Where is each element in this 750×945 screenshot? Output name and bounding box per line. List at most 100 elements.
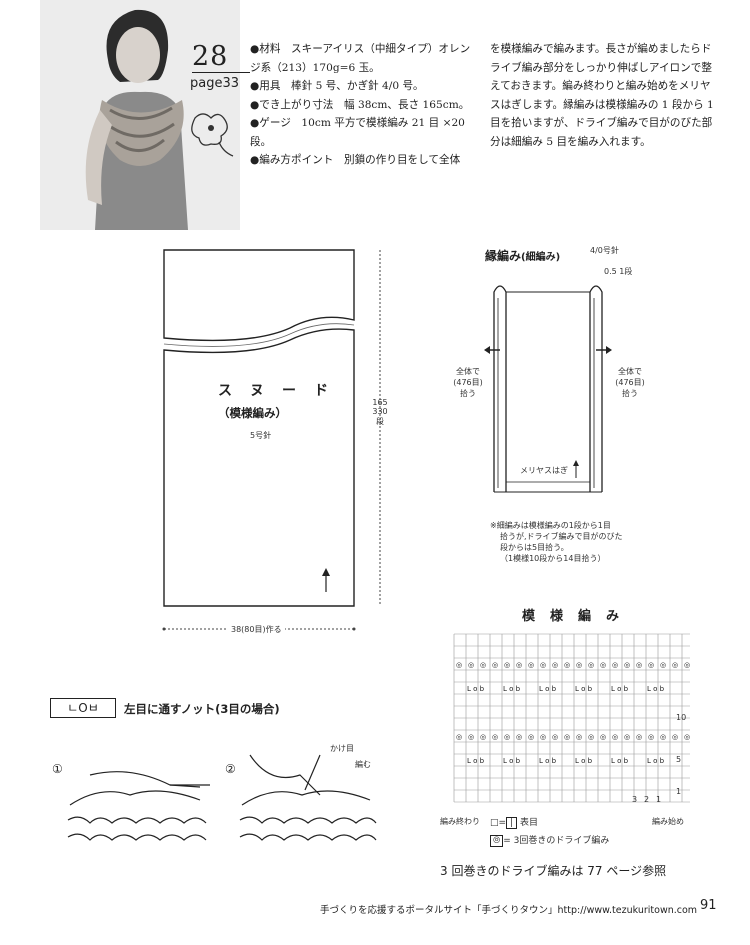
legend-box-symbol: | [506, 817, 518, 829]
drive-stitch-icon: ◎ [456, 661, 462, 669]
snood-width: 38(80目)作る [228, 624, 285, 635]
edge-left-pick: 全体で (476目) 拾う [452, 366, 484, 399]
knot-stitch-icon: L o b [467, 685, 485, 693]
edge-note-4: （1模様10段から14目拾う） [500, 554, 606, 563]
knot-symbol: ㄴOㅂ [50, 698, 116, 718]
drive-stitch-icon: ◎ [636, 661, 642, 669]
chart-start-label: 編み始め [652, 817, 684, 826]
drive-stitch-icon: ◎ [612, 733, 618, 741]
edge-note-3: 段からは5目拾う。 [500, 543, 569, 552]
edge-hook: 4/0号針 [590, 246, 619, 255]
snood-top-part [163, 249, 355, 342]
edge-offset-rows: 1 [619, 267, 625, 276]
legend-drive-label: 3回巻きのドライブ編み [513, 836, 610, 846]
drive-stitch-icon: ◎ [552, 733, 558, 741]
edge-title-sub: (細編み) [521, 252, 561, 263]
length-unit: 段 [376, 417, 384, 426]
drive-stitch-icon: ◎ [492, 733, 498, 741]
materials-line: ●材料 スキーアイリス（中細タイプ）オレンジ系（213）170g=6 玉。 [250, 43, 471, 74]
snood-length: 165 330 段 [370, 398, 390, 427]
snood-diagram [162, 249, 381, 631]
left-pick-2: (476目) [453, 378, 483, 387]
knot-step-1: ① [52, 762, 63, 776]
gauge-line: ●ゲージ 10cm 平方で模様編み 21 目 ×20 段。 [250, 117, 465, 148]
drive-stitch-icon: ◎ [456, 733, 462, 741]
page-number: 91 [700, 898, 717, 913]
drive-stitch-icon: ◎ [516, 661, 522, 669]
drive-stitch-icon: ◎ [468, 733, 474, 741]
chart-col-2: 2 [644, 795, 650, 804]
knot-stitch-icon: L o b [575, 757, 593, 765]
edge-right-pick: 全体で (476目) 拾う [614, 366, 646, 399]
page-reference: page33 [190, 76, 240, 91]
knot-title: 左目に通すノット(3目の場合) [124, 702, 280, 716]
drive-stitch-icon: ◎ [564, 733, 570, 741]
drive-stitch-icon: ◎ [504, 661, 510, 669]
knot-amu: 編む [355, 760, 371, 769]
drive-stitch-icon: ◎ [636, 733, 642, 741]
length-rows: 330 [372, 407, 388, 416]
edge-offset-value: 0.5 [604, 267, 617, 276]
legend-box: □= [490, 818, 507, 828]
drive-stitch-icon: ◎ [504, 733, 510, 741]
knot-stitch-icon: L o b [503, 757, 521, 765]
footer-text: 手づくりを応援するポータルサイト「手づくりタウン」http://www.tezu… [320, 905, 698, 916]
edge-title-main: 縁編み [485, 249, 522, 263]
chart-row-10: 10 [676, 713, 687, 722]
knot-stitch-icon: L o b [611, 757, 629, 765]
drive-stitch-icon: ◎ [516, 733, 522, 741]
knot-stitch-icon: L o b [647, 757, 665, 765]
knot-stitch-icon: L o b [503, 685, 521, 693]
knot-stitch-icon: L o b [575, 685, 593, 693]
drive-stitch-icon: ◎ [588, 733, 594, 741]
drive-stitch-icon: ◎ [540, 661, 546, 669]
flower-icon [191, 113, 234, 157]
tools-line: ●用具 棒針 5 号、かぎ針 4/0 号。 [250, 80, 424, 92]
drive-stitch-icon: ◎ [672, 661, 678, 669]
drive-stitch-icon: ◎ [612, 661, 618, 669]
size-line: ●でき上がり寸法 幅 38cm、長さ 165cm。 [250, 98, 470, 111]
legend-drive: ⦾= 3回巻きのドライブ編み [490, 833, 610, 847]
snood-subtitle: （模様編み） [218, 406, 287, 420]
drive-stitch-icon: ◎ [528, 661, 534, 669]
drive-stitch-icon: ◎ [576, 733, 582, 741]
knot-stitch-icon: L o b [467, 757, 485, 765]
chart-title: 模 様 編 み [522, 609, 621, 624]
knot-stitch-icon: L o b [539, 685, 557, 693]
edge-graft: メリヤスはぎ [520, 466, 568, 475]
left-pick-1: 全体で [456, 367, 480, 376]
legend-drive-eq: = [503, 836, 511, 846]
drive-stitch-icon: ◎ [648, 733, 654, 741]
legend-knit-label: 表目 [519, 818, 538, 828]
drive-stitch-icon: ◎ [552, 661, 558, 669]
drive-stitch-icon: ◎ [588, 661, 594, 669]
edge-note-1: ※細編みは模様編みの1段から1目 [490, 521, 611, 530]
chart-note: 3 回巻きのドライブ編みは 77 ページ参照 [440, 864, 667, 878]
drive-stitch-icon: ◎ [492, 661, 498, 669]
chart-end-label: 編み終わり [440, 817, 480, 826]
edge-offset-unit: 段 [624, 267, 633, 276]
drive-stitch-icon: ◎ [540, 733, 546, 741]
right-pick-2: (476目) [615, 378, 645, 387]
drive-stitch-icon: ◎ [660, 733, 666, 741]
drive-stitch-icon: ◎ [624, 733, 630, 741]
legend-knit: □=| 表目 [490, 815, 538, 829]
pattern-chart: ◎◎◎◎◎◎◎◎◎◎◎◎◎◎◎◎◎◎◎◎◎◎◎◎◎◎◎◎◎◎◎◎◎◎◎◎◎◎◎◎… [453, 633, 690, 803]
knot-stitch-icon: L o b [647, 685, 665, 693]
edge-offset: 0.5 1段 [604, 266, 632, 277]
chart-row-1: 1 [676, 787, 682, 796]
drive-stitch-icon: ◎ [660, 661, 666, 669]
edge-title: 縁編み(細編み) [485, 247, 560, 264]
drive-stitch-icon: ◎ [468, 661, 474, 669]
points-line: ●編み方ポイント 別鎖の作り目をして全体 [250, 154, 461, 166]
drive-stitch-icon: ◎ [564, 661, 570, 669]
knot-stitch-icon: L o b [611, 685, 629, 693]
drive-stitch-icon: ◎ [684, 661, 690, 669]
drive-stitch-icon: ◎ [648, 661, 654, 669]
right-pick-1: 全体で [618, 367, 642, 376]
knot-kakeme: かけ目 [330, 744, 354, 753]
snood-needle: 5号針 [250, 431, 272, 440]
drive-stitch-icon: ◎ [480, 661, 486, 669]
materials-right: を模様編みで編みます。長さが編めましたらドライブ編み部分をしっかり伸ばしアイロン… [490, 43, 714, 148]
left-pick-3: 拾う [460, 389, 476, 398]
